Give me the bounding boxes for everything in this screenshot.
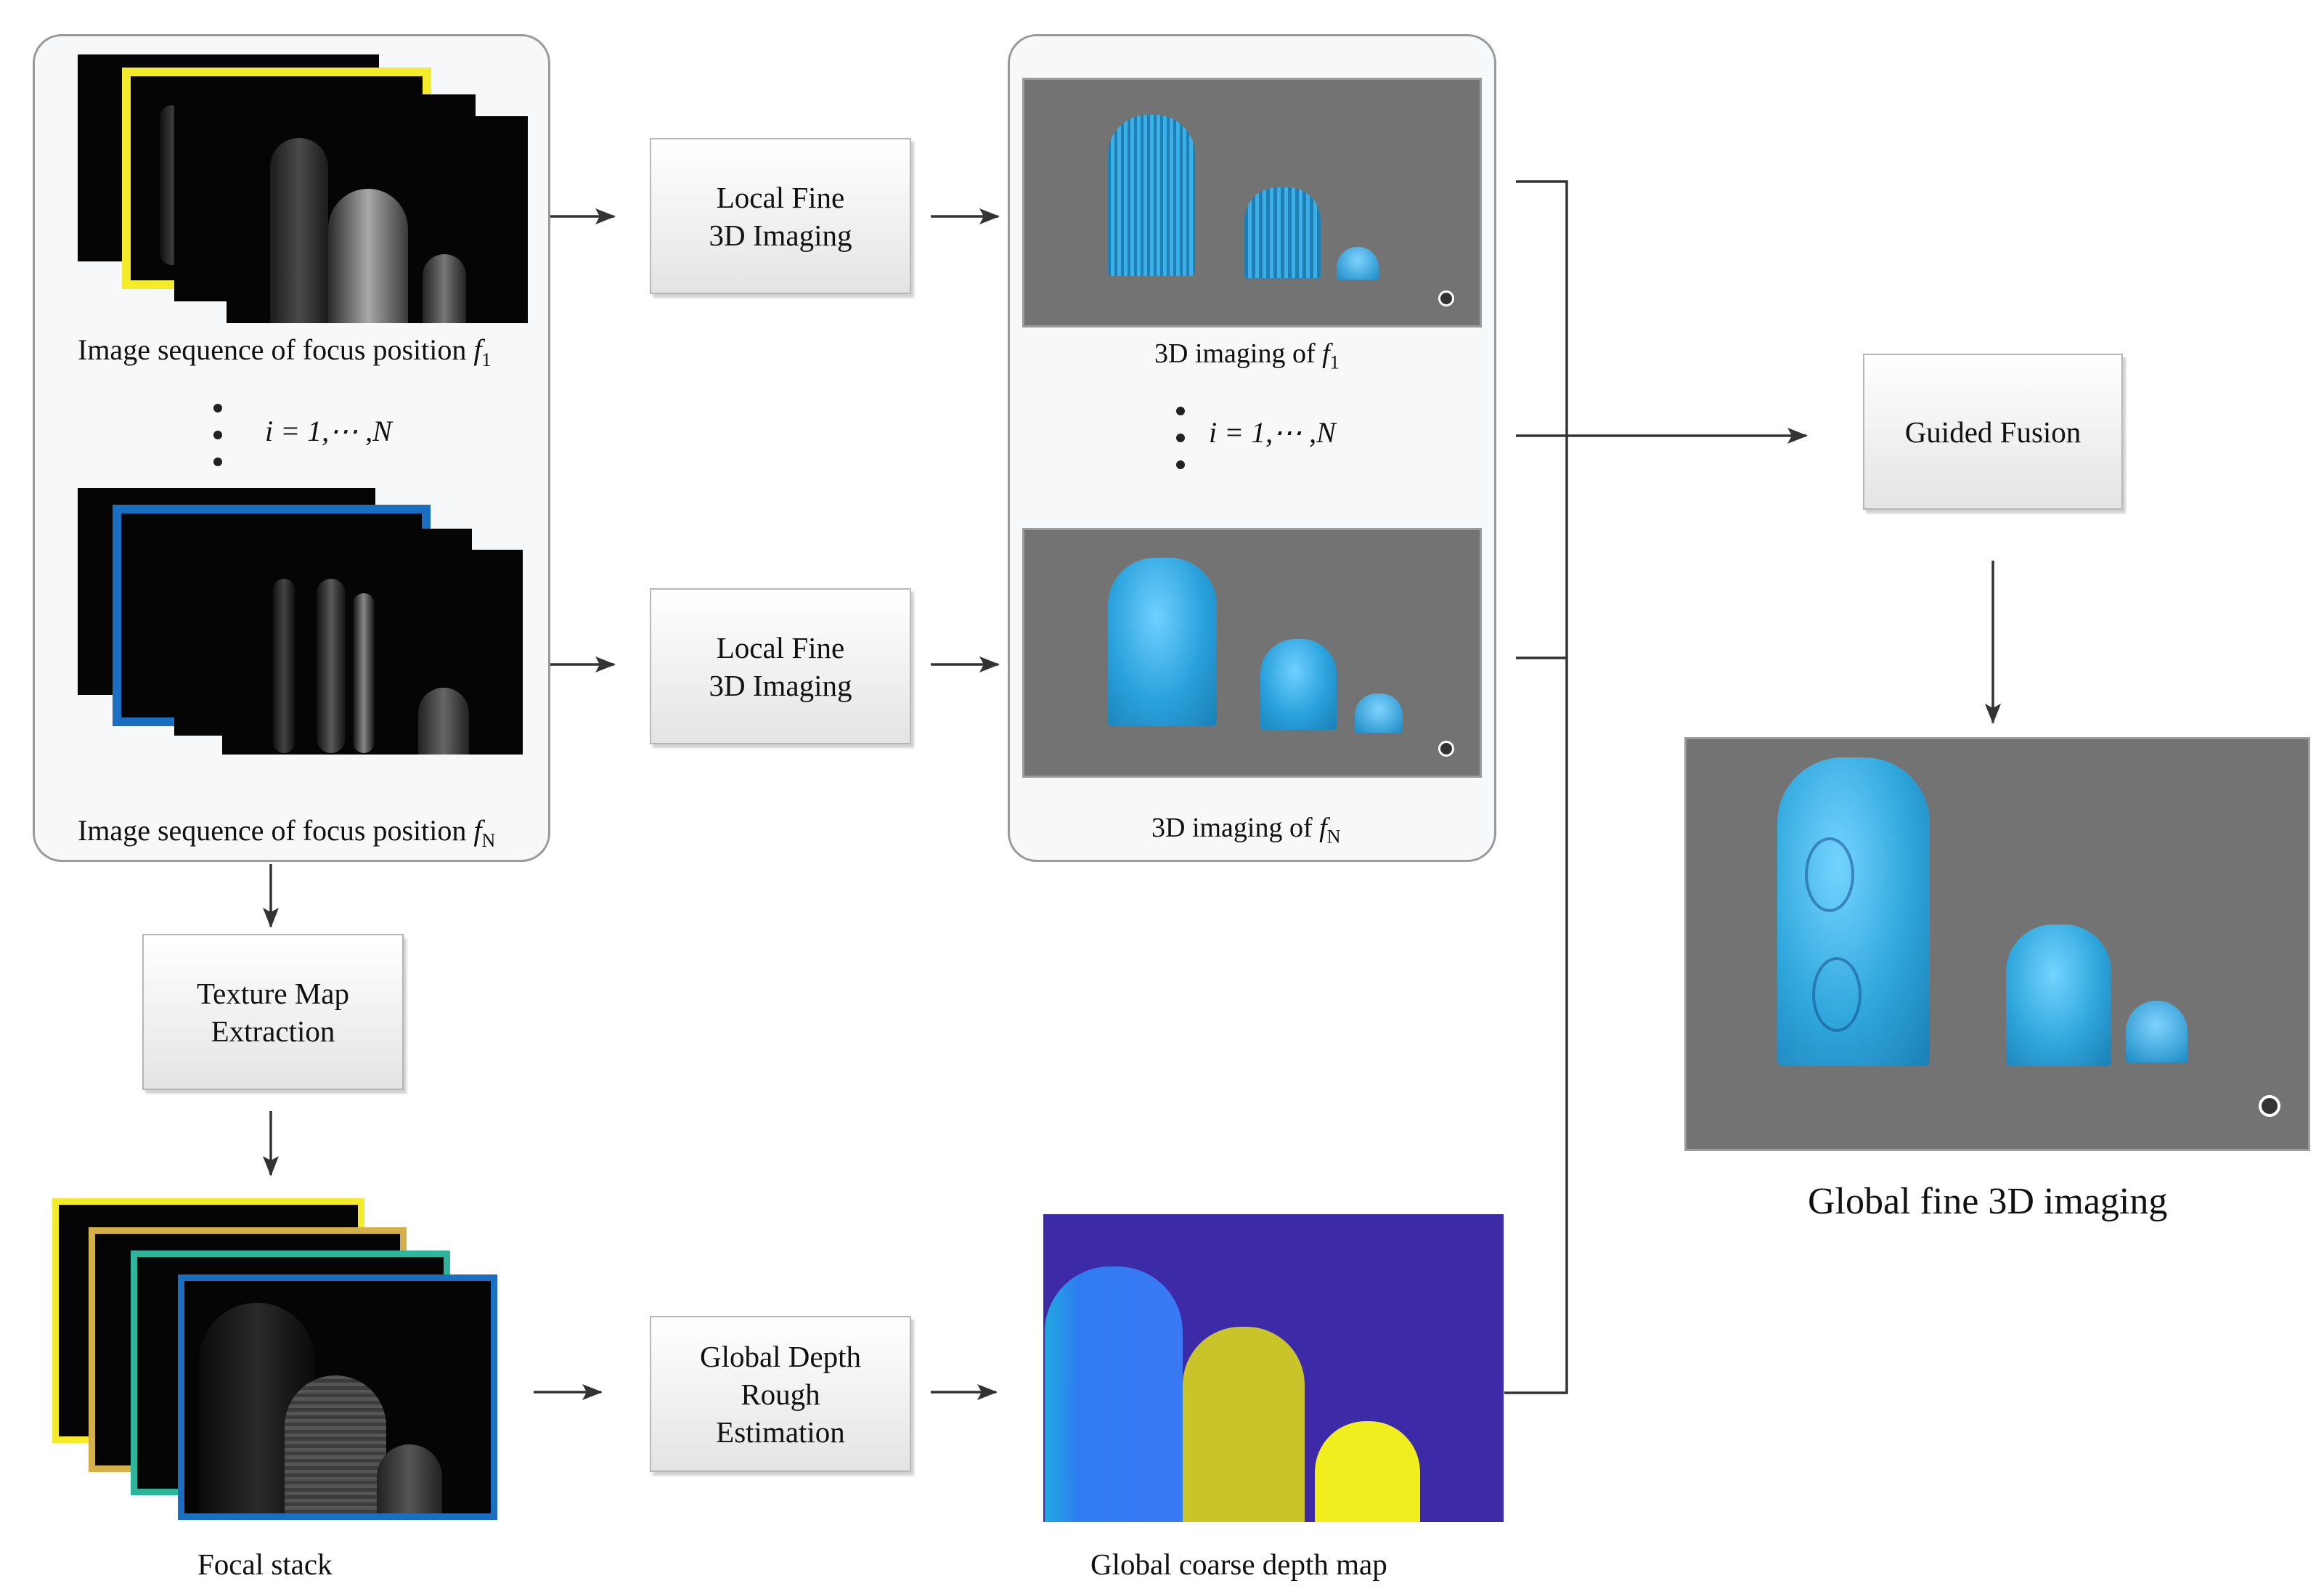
- 3d-view-f1-caption: 3D imaging of f1: [1154, 338, 1340, 373]
- ellipsis-dot: [213, 458, 222, 466]
- 3d-view-f1: [1022, 78, 1482, 328]
- finger-model-medium: [1244, 187, 1321, 278]
- sequenceN-caption: Image sequence of focus position fN: [78, 814, 496, 851]
- depth-region-small: [1315, 1421, 1420, 1522]
- finger-model-large: [1108, 558, 1217, 726]
- global-fine-3d-view: [1684, 737, 2310, 1151]
- finger-model-medium: [2006, 924, 2111, 1066]
- axis-gizmo-icon: [2259, 1095, 2280, 1117]
- focal-stack-label: Focal stack: [197, 1548, 333, 1581]
- 3d-view-fN: [1022, 528, 1482, 778]
- finger-model-large: [1777, 757, 1930, 1066]
- ellipsis-dot: [213, 404, 222, 412]
- 3d-index-label: i = 1,⋯ ,N: [1209, 416, 1336, 449]
- finger-model-small: [1337, 247, 1379, 280]
- global-coarse-depth-map: [1043, 1214, 1504, 1522]
- guided-fusion-box: Guided Fusion: [1863, 354, 2123, 510]
- finger-model-small: [1355, 694, 1403, 733]
- depth-map-label: Global coarse depth map: [1090, 1548, 1387, 1581]
- sequence1-frame-4: [227, 116, 528, 323]
- depth-region-medium: [1183, 1327, 1305, 1522]
- 3d-view-fN-caption: 3D imaging of fN: [1151, 813, 1341, 847]
- axis-gizmo-icon: [1438, 741, 1454, 757]
- sequence1-caption: Image sequence of focus position f1: [78, 333, 492, 370]
- axis-gizmo-icon: [1438, 290, 1454, 306]
- ellipsis-dot: [1176, 407, 1185, 415]
- finger-model-small: [2126, 1001, 2188, 1062]
- ellipsis-dot: [213, 431, 222, 439]
- sequenceN-frame-4: [222, 550, 523, 755]
- ellipsis-dot: [1176, 434, 1185, 442]
- global-fine-3d-imaging-label: Global fine 3D imaging: [1808, 1181, 2168, 1222]
- finger-model-medium: [1260, 639, 1337, 730]
- fusion-bracket: [1504, 180, 1568, 1394]
- finger-model-large: [1108, 115, 1195, 276]
- focal-stack-layer-4: [178, 1274, 497, 1520]
- sequence-index-label: i = 1,⋯ ,N: [265, 415, 392, 447]
- depth-region-large: [1045, 1266, 1183, 1522]
- ellipsis-dot: [1176, 460, 1185, 469]
